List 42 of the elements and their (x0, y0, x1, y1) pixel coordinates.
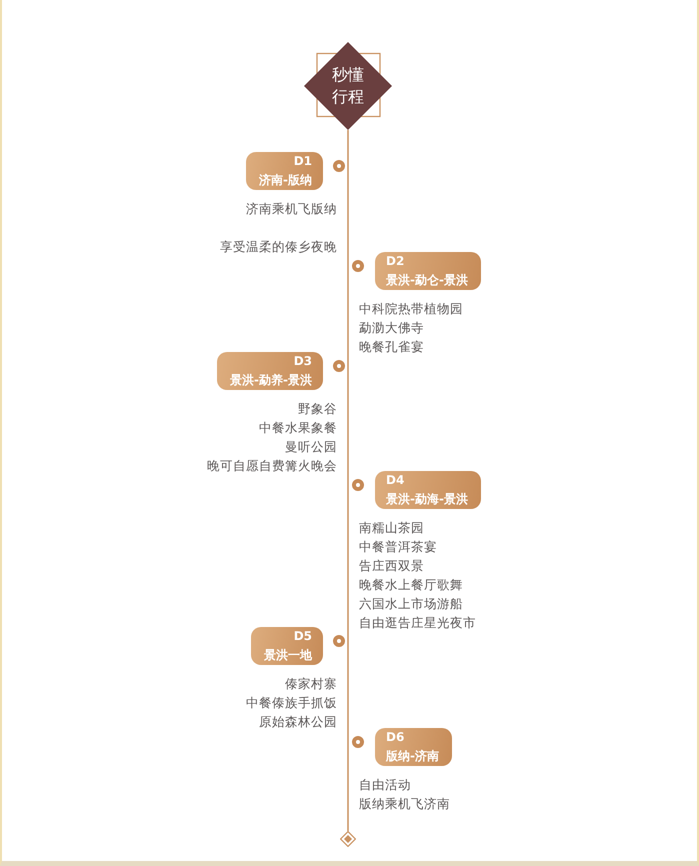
activity-text: 中餐普洱茶宴 (359, 538, 437, 556)
end-diamond (340, 831, 356, 847)
route-name: 景洪-勐海-景洪 (386, 491, 468, 508)
day-number: D3 (294, 353, 312, 370)
activity-text: 济南乘机飞版纳 (246, 200, 337, 218)
activity-text: 傣家村寨 (285, 674, 337, 692)
activity-text: 中餐水果象餐 (259, 418, 337, 436)
day-number: D6 (386, 729, 404, 746)
day-badge (375, 728, 452, 766)
title-diamond (304, 42, 392, 130)
activity-text: 自由逛告庄星光夜市 (359, 614, 476, 632)
day-number: D5 (294, 628, 312, 645)
day-number: D1 (294, 153, 312, 170)
activity-text: 中餐傣族手抓饭 (246, 694, 337, 712)
day-number: D4 (386, 472, 404, 489)
activity-text: 晚餐孔雀宴 (359, 338, 424, 356)
day-badge (375, 471, 481, 509)
day-badge (217, 352, 323, 390)
activity-text: 自由活动 (359, 776, 411, 794)
activity-text: 享受温柔的傣乡夜晚 (220, 238, 337, 256)
day-badge (251, 627, 323, 665)
day-number: D2 (386, 253, 404, 270)
route-name: 济南-版纳 (259, 172, 312, 189)
activity-text: 告庄西双景 (359, 556, 424, 574)
day-badge (375, 252, 481, 290)
route-name: 版纳-济南 (386, 748, 439, 765)
activity-text: 勐泐大佛寺 (359, 318, 424, 336)
activity-text: 晚餐水上餐厅歌舞 (359, 576, 463, 594)
activity-text: 版纳乘机飞济南 (359, 794, 450, 812)
route-name: 景洪一地 (264, 647, 312, 664)
activity-text: 曼听公园 (285, 438, 337, 456)
route-name: 景洪-勐仑-景洪 (386, 272, 468, 289)
title-text: 秒懂行程 (331, 64, 365, 108)
activity-text: 晚可自愿自费篝火晚会 (207, 456, 337, 474)
activity-text: 南糯山茶园 (359, 518, 424, 536)
route-name: 景洪-勐养-景洪 (230, 372, 312, 389)
timeline-line (347, 130, 349, 831)
activity-text: 中科院热带植物园 (359, 300, 463, 318)
activity-text: 六国水上市场游船 (359, 594, 463, 612)
day-badge (246, 152, 323, 190)
activity-text: 原始森林公园 (259, 712, 337, 730)
activity-text: 野象谷 (298, 400, 337, 418)
